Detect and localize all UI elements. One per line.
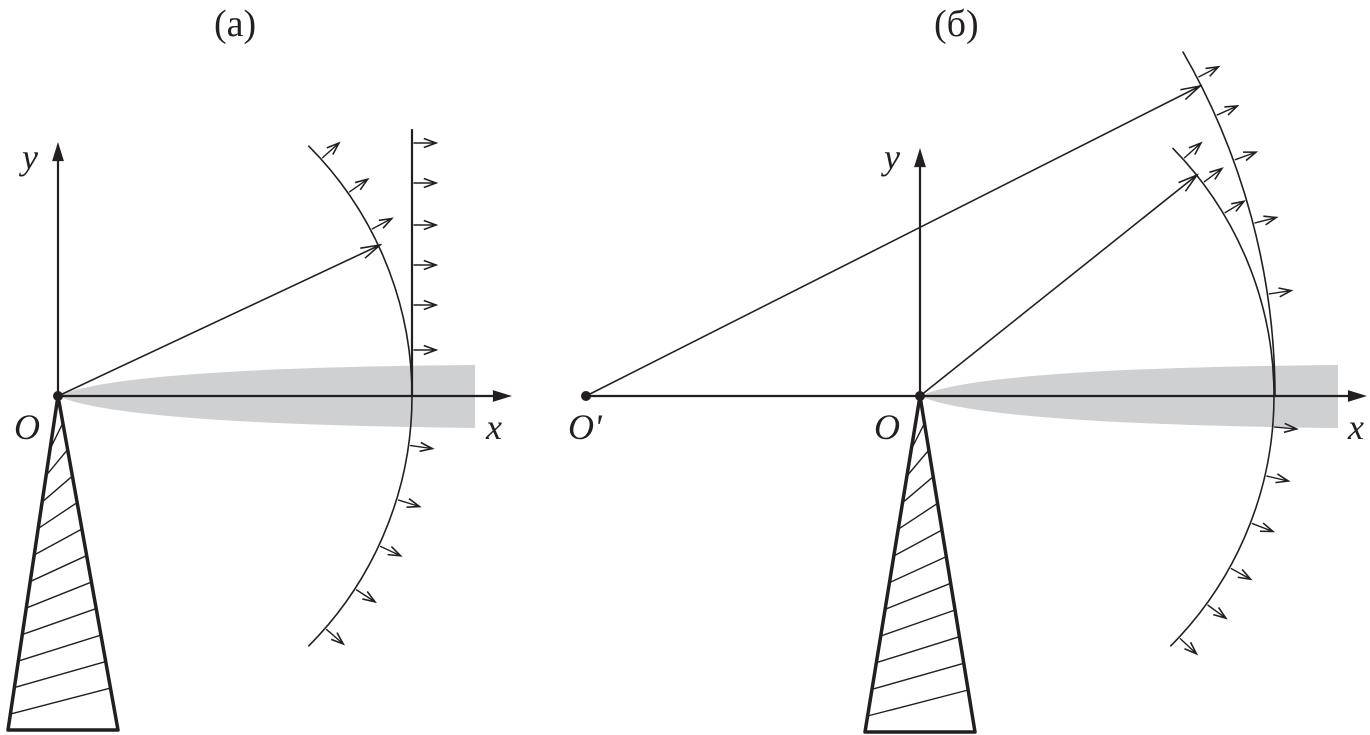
panel-a-hatched-wedge — [6, 394, 120, 732]
panel-b-outer-arc-arrow-head — [1278, 287, 1294, 298]
panel-b-inner-arc-arrow — [1207, 604, 1227, 619]
panel-a-arc-arrow-head — [326, 141, 341, 155]
panel-a-arc-arrow — [371, 217, 393, 230]
panel-b-inner-arc-arrow-head — [1209, 167, 1224, 180]
hatch-line — [888, 555, 947, 584]
panel-b-inner-arc-arrow-head — [1184, 641, 1199, 656]
panel-a-radius-arrow — [57, 244, 381, 397]
hatch-line — [25, 581, 93, 609]
panel-a-x-axis-arrowhead — [492, 390, 512, 402]
hatch-line — [21, 607, 97, 636]
panel-b-inner-arc-arrow — [1273, 426, 1298, 430]
panel-b-outer-arc-arrow-head — [1263, 215, 1279, 226]
panel-a-origin-point — [53, 391, 63, 401]
panel-b-inner-arc-arrow-head — [1275, 473, 1291, 484]
panel-b-inner-arc-arrow-head — [1231, 200, 1247, 212]
panel-b-title: (б) — [934, 3, 979, 45]
panel-b-inner-radius-arrow — [919, 174, 1198, 397]
panel-b-outer-arc-arrow-head — [1224, 105, 1240, 116]
panel-a-arc-arrow — [397, 499, 421, 508]
panel-a-title: (a) — [214, 3, 257, 45]
panel-b-inner-arc-arrow-head — [1188, 141, 1203, 155]
panel-a-arc-arrow-head — [330, 632, 346, 646]
hatch-line — [9, 687, 112, 715]
panel-a-arc-arrow — [348, 178, 369, 193]
panel-b-outer-arc-arrow — [1268, 289, 1292, 295]
panel-a-plane-arrow-head — [423, 137, 439, 149]
panel-b-inner-arc-arrow-head — [1237, 568, 1253, 581]
panel-a-radius-arrow-head — [360, 243, 383, 259]
panel-b-hatched-wedge — [863, 394, 977, 734]
panel-a-plane-arrow-head — [423, 177, 439, 189]
panel-b-inner-arc-arrow-head — [1259, 522, 1276, 533]
panel-b-inner-arc-arrow-head — [1213, 606, 1228, 620]
panel-b-outer-arc-arrow-head — [1205, 65, 1221, 77]
panel-b-inner-front — [1169, 147, 1275, 647]
hatch-line — [29, 554, 88, 583]
panel-b-inner-arc-arrow — [1251, 522, 1274, 533]
panel-b-inner-radius-arrow-head — [1178, 173, 1200, 192]
panel-b-y-label: y — [884, 137, 900, 177]
hatch-line — [901, 475, 934, 504]
panel-b-outer-arc-arrow — [1216, 105, 1239, 116]
panel-a-y-axis-arrowhead — [52, 142, 64, 162]
panel-a-plane-arrow-head — [423, 344, 439, 356]
panel-b-x-label: x — [1348, 407, 1364, 447]
panel-a-plane-arrow-head — [423, 299, 439, 311]
panel-b-x-axis-arrowhead — [1347, 390, 1367, 402]
hatch-line — [41, 475, 74, 503]
hatch-line — [13, 660, 107, 689]
panel-b-inner-arc-arrow — [1203, 167, 1223, 183]
panel-a-arc-arrow-head — [378, 217, 394, 229]
panel-b-outer-arc-arrow-head — [1243, 151, 1259, 162]
panel-a-arc-arrow-head — [387, 545, 403, 557]
panel-a-arc-arrow-head — [362, 591, 377, 604]
panel-a-arc-arrow-head — [419, 441, 435, 453]
panel-b-outer-front — [1181, 51, 1276, 397]
panel-a-y-label: y — [22, 137, 38, 177]
hatch-line — [875, 635, 961, 664]
panel-b-inner-arc-arrow — [1179, 638, 1198, 655]
hatch-line — [45, 448, 69, 477]
panel-b-inner-arc-arrow — [1266, 475, 1290, 482]
hatch-line — [880, 609, 956, 637]
panel-b-y-axis-arrowhead — [914, 148, 926, 168]
panel-a-arc-arrow — [321, 142, 340, 159]
hatch-line — [37, 501, 78, 530]
panel-b-outer-radius-arrow-head — [1180, 84, 1203, 101]
panel-a-arc-arrow-head — [354, 177, 370, 191]
panel-a-plane-arrow-head — [423, 219, 439, 231]
hatch-line — [906, 449, 930, 477]
panel-b-outer-arc-arrow — [1254, 216, 1277, 224]
panel-a-arc-arrow — [409, 444, 434, 450]
panel-a-x-label: x — [486, 407, 502, 447]
hatch-line — [910, 422, 926, 451]
hatch-line — [49, 422, 64, 450]
panel-b-outer-radius-arrow — [585, 85, 1201, 397]
panel-b-origin-label: O — [874, 407, 900, 447]
panel-a-arc-arrow-head — [406, 498, 422, 509]
panel-b-outer-arc-arrow — [1198, 66, 1220, 78]
panel-b-inner-arc-arrow — [1224, 200, 1245, 214]
panel-b-second-origin-point — [581, 391, 591, 401]
panel-b-origin-point — [915, 391, 925, 401]
panel-b-inner-arc-arrow — [1183, 142, 1202, 159]
panel-b-second-origin-label: O' — [568, 407, 602, 447]
panel-b-outer-arc-arrow — [1234, 151, 1257, 161]
panel-a-arc-arrow — [325, 628, 344, 645]
hatch-line — [17, 634, 102, 662]
hatch-line — [871, 662, 965, 691]
hatch-line — [897, 502, 939, 531]
panel-b-inner-arc-arrow — [1230, 567, 1252, 580]
panel-b-inner-arc-arrow-head — [1283, 422, 1299, 434]
panel-a-arc-arrow — [355, 589, 376, 603]
hatch-line — [884, 582, 952, 611]
panel-a-origin-label: O — [14, 407, 40, 447]
panel-a-plane-arrow-head — [423, 259, 439, 271]
hatch-line — [893, 529, 943, 557]
hatch-line — [866, 689, 969, 717]
panel-a-arc-arrow — [379, 545, 402, 557]
hatch-line — [33, 528, 83, 556]
